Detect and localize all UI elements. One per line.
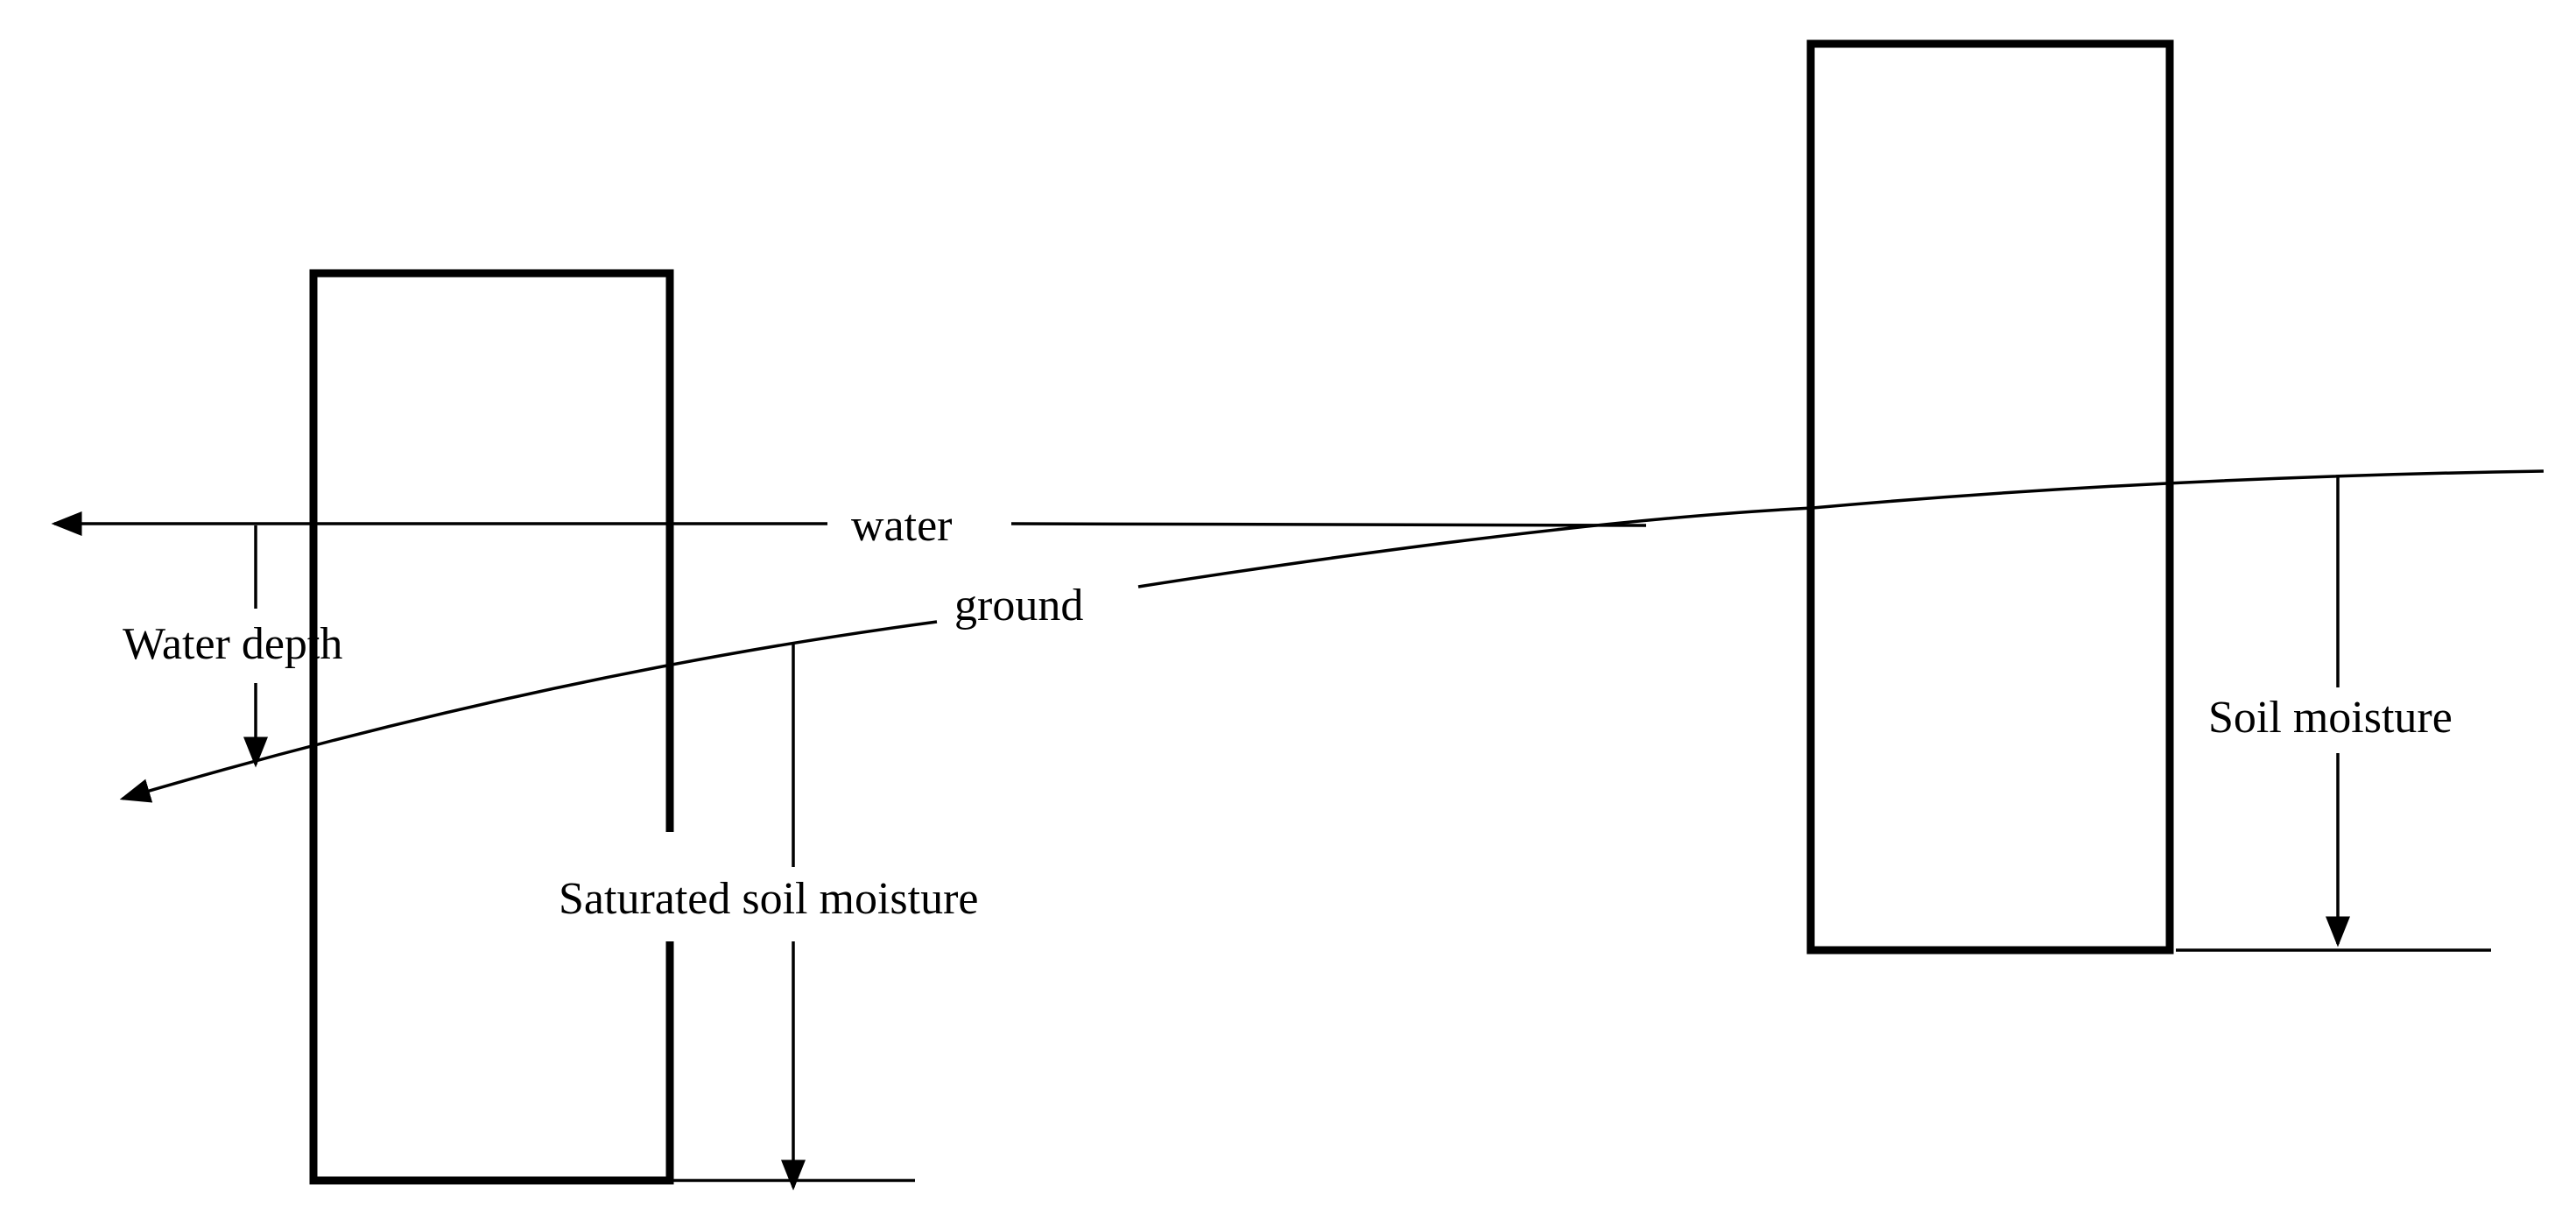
saturated-soil-moisture-label: Saturated soil moisture: [559, 874, 978, 924]
ground-label: ground: [954, 581, 1083, 631]
water-surface-line: [51, 511, 1647, 536]
water-label: water: [851, 501, 952, 551]
left-soil-column: [309, 269, 674, 1185]
water-depth-label: Water depth: [123, 619, 342, 669]
right-soil-column: [1806, 39, 2174, 955]
soil-moisture-label: Soil moisture: [2208, 693, 2453, 743]
ground-surface-line: [119, 469, 2544, 803]
